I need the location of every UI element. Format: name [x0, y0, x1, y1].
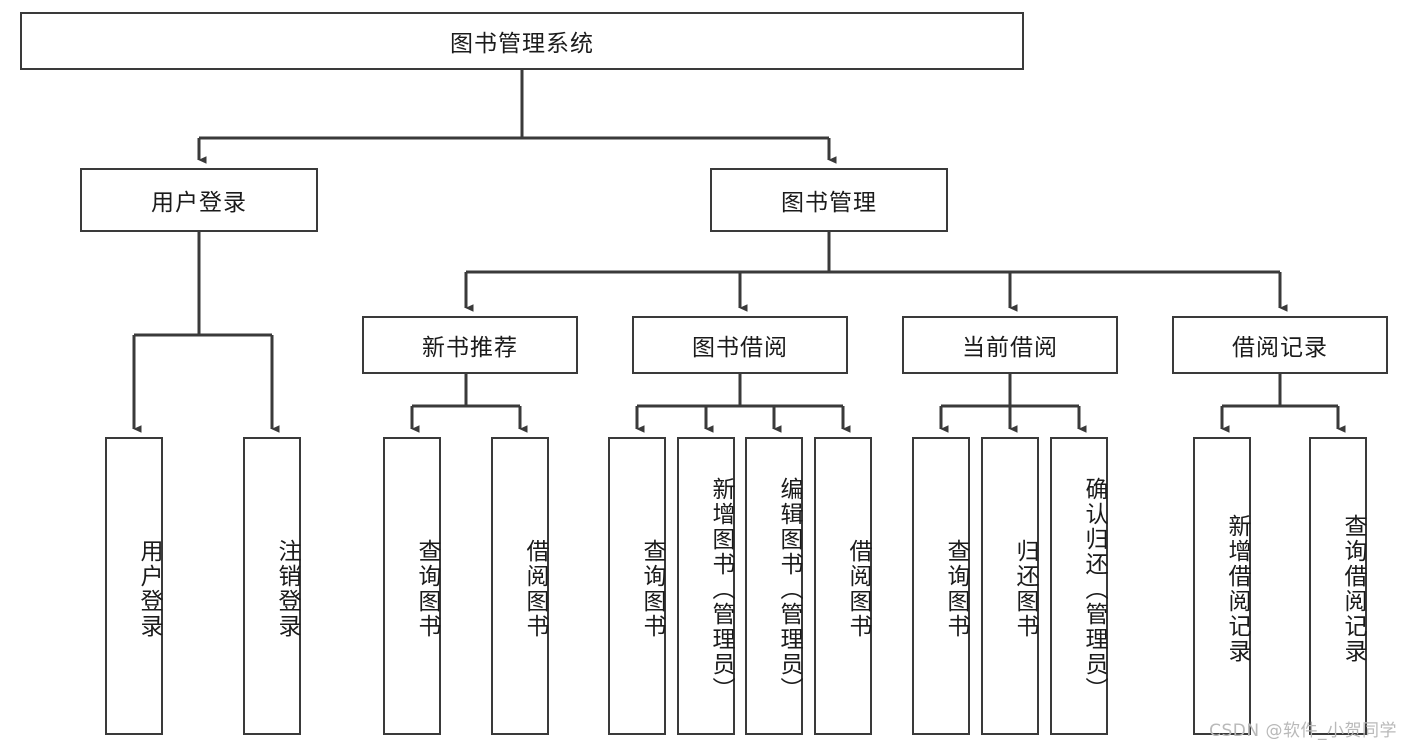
node-current-borrow-label: 当前借阅 [962, 335, 1058, 361]
leaf-query-book-borrow[interactable]: 查询图书 [608, 437, 666, 735]
node-new-book-recommend[interactable]: 新书推荐 [362, 316, 578, 374]
leaf-add-book-label: 新增图书（管理员） [708, 476, 734, 702]
leaf-borrow-book[interactable]: 借阅图书 [814, 437, 872, 735]
leaf-query-book-recommend-label: 查询图书 [414, 539, 440, 639]
leaf-borrow-book-label: 借阅图书 [845, 539, 871, 639]
node-borrow-record[interactable]: 借阅记录 [1172, 316, 1388, 374]
leaf-query-book-current[interactable]: 查询图书 [912, 437, 970, 735]
leaf-confirm-return-label: 确认归还（管理员） [1081, 476, 1107, 702]
leaf-query-book-current-label: 查询图书 [943, 539, 969, 639]
leaf-user-login-label: 用户登录 [136, 539, 162, 639]
leaf-add-borrow-record[interactable]: 新增借阅记录 [1193, 437, 1251, 735]
leaf-query-borrow-record-label: 查询借阅记录 [1340, 514, 1366, 664]
leaf-edit-book[interactable]: 编辑图书（管理员） [745, 437, 803, 735]
node-current-borrow[interactable]: 当前借阅 [902, 316, 1118, 374]
leaf-edit-book-label: 编辑图书（管理员） [776, 476, 802, 702]
leaf-borrow-book-recommend-label: 借阅图书 [522, 539, 548, 639]
leaf-borrow-book-recommend[interactable]: 借阅图书 [491, 437, 549, 735]
leaf-query-borrow-record[interactable]: 查询借阅记录 [1309, 437, 1367, 735]
leaf-logout-label: 注销登录 [274, 539, 300, 639]
leaf-user-login[interactable]: 用户登录 [105, 437, 163, 735]
node-borrow-record-label: 借阅记录 [1232, 335, 1328, 361]
leaf-confirm-return[interactable]: 确认归还（管理员） [1050, 437, 1108, 735]
node-root-label: 图书管理系统 [450, 31, 594, 57]
leaf-query-book-recommend[interactable]: 查询图书 [383, 437, 441, 735]
node-book-manage-label: 图书管理 [781, 190, 877, 216]
node-book-borrow[interactable]: 图书借阅 [632, 316, 848, 374]
node-user-login-label: 用户登录 [151, 190, 247, 216]
leaf-query-book-borrow-label: 查询图书 [639, 539, 665, 639]
leaf-add-borrow-record-label: 新增借阅记录 [1224, 514, 1250, 664]
leaf-return-book[interactable]: 归还图书 [981, 437, 1039, 735]
leaf-add-book[interactable]: 新增图书（管理员） [677, 437, 735, 735]
leaf-return-book-label: 归还图书 [1012, 539, 1038, 639]
node-user-login[interactable]: 用户登录 [80, 168, 318, 232]
node-root[interactable]: 图书管理系统 [20, 12, 1024, 70]
node-new-book-recommend-label: 新书推荐 [422, 335, 518, 361]
node-book-borrow-label: 图书借阅 [692, 335, 788, 361]
node-book-manage[interactable]: 图书管理 [710, 168, 948, 232]
leaf-logout[interactable]: 注销登录 [243, 437, 301, 735]
